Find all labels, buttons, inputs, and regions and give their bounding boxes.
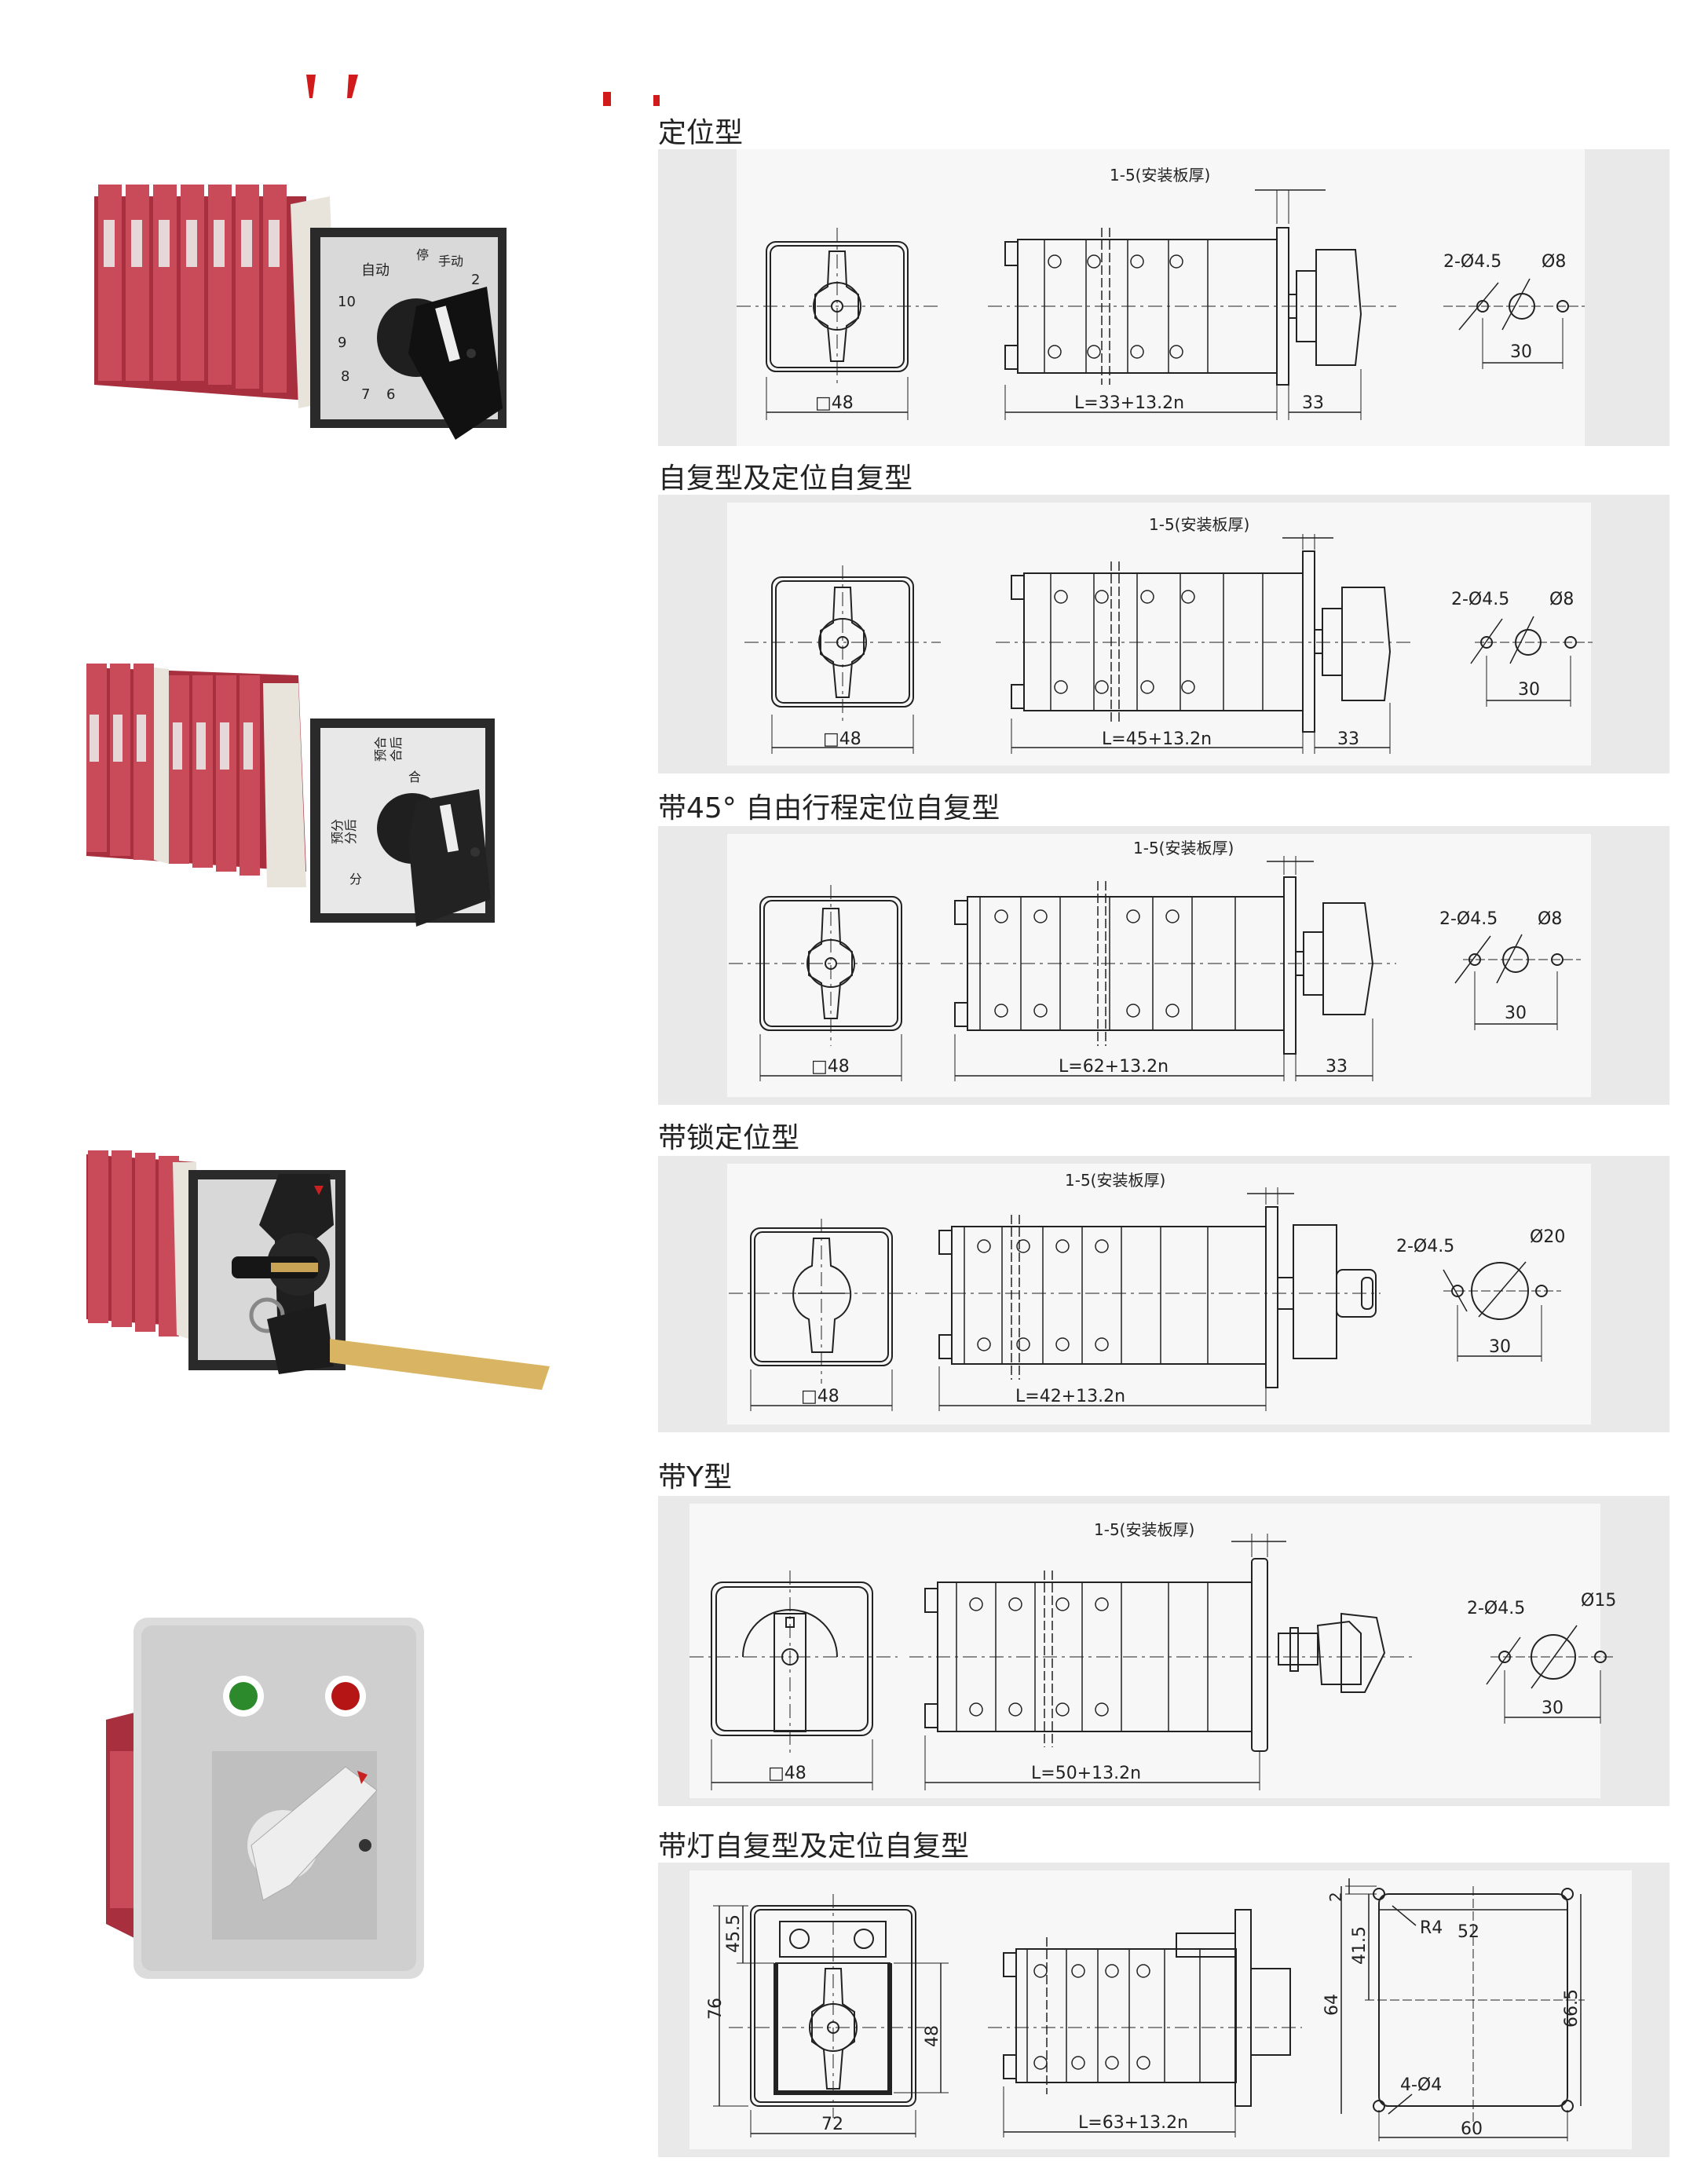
dim-spacing: 30: [1518, 680, 1540, 700]
dim-depth: 33: [1337, 729, 1359, 749]
dim-length: L=63+13.2n: [1078, 2113, 1188, 2133]
dim-spacing: 30: [1489, 1337, 1511, 1357]
dim-76: 76: [706, 1998, 726, 2020]
dim-52: 52: [1457, 1922, 1479, 1942]
drawing-panel-1: □48 L=33+13.2n 33 1-5(安装板厚) 2-Ø4.5 Ø8 30: [658, 149, 1670, 446]
dim-spacing: 30: [1542, 1698, 1564, 1718]
drawing-panel-4: □48 L=42+13.2n 1-5(安装板厚) 2-Ø4.5 Ø20 30: [658, 1156, 1670, 1432]
dim-square: □48: [811, 1057, 850, 1077]
dial-label-close: 合: [408, 770, 421, 784]
dim-length: L=62+13.2n: [1059, 1057, 1169, 1077]
dim-45-5: 45.5: [724, 1914, 744, 1953]
drawing-positioning: □48 L=33+13.2n 33 1-5(安装板厚) 2-Ø4.5 Ø8 30: [737, 166, 1585, 420]
dim-depth: 33: [1302, 393, 1324, 413]
dim-holes: 2-Ø4.5: [1439, 909, 1498, 929]
dial-label-auto: 自动: [361, 262, 390, 279]
dial-number-10: 10: [338, 294, 356, 310]
dial-number-2: 2: [471, 272, 480, 288]
dim-square: □48: [768, 1764, 806, 1783]
drawing-panel-5: □48 L=50+13.2n 1-5(安装板厚) 2-Ø4.5 Ø15 30: [658, 1496, 1670, 1806]
dim-plate: 1-5(安装板厚): [1149, 515, 1249, 534]
dim-square: □48: [801, 1387, 839, 1406]
dial-label-manual: 手动: [438, 254, 463, 269]
section-title-1: 定位型: [658, 117, 744, 149]
dim-48: 48: [923, 2025, 942, 2047]
dial-number-9: 9: [338, 335, 346, 351]
dim-41-5: 41.5: [1350, 1926, 1370, 1965]
drawing-panel-6: 76 45.5 48 72 L=63+13.2n 2 R4 52 41.5 64…: [658, 1863, 1670, 2157]
drawing-self-reset: □48 L=45+13.2n 33 1-5(安装板厚) 2-Ø4.5 Ø8 30: [744, 515, 1593, 754]
dim-2: 2: [1326, 1892, 1345, 1902]
product-photo-key-lock: [79, 1139, 565, 1413]
product-photo-lamp: [94, 1610, 440, 1987]
dim-66-5: 66.5: [1562, 1989, 1582, 2028]
dim-holes: 2-Ø4.5: [1443, 252, 1501, 272]
dim-plate: 1-5(安装板厚): [1110, 166, 1210, 185]
product-photo-self-reset: 预合 合后 合 预分 分后 分: [79, 652, 518, 950]
drawing-panel-3: □48 L=62+13.2n 33 1-5(安装板厚) 2-Ø4.5 Ø8 30: [658, 826, 1670, 1105]
dim-plate: 1-5(安装板厚): [1133, 839, 1234, 857]
dim-depth: 33: [1326, 1057, 1348, 1077]
dim-64: 64: [1322, 1994, 1342, 2016]
dim-hole-center: Ø8: [1542, 252, 1566, 272]
drawing-45-free-travel: □48 L=62+13.2n 33 1-5(安装板厚) 2-Ø4.5 Ø8 30: [729, 839, 1581, 1081]
drawing-panel-2: □48 L=45+13.2n 33 1-5(安装板厚) 2-Ø4.5 Ø8 30: [658, 495, 1670, 773]
section-title-2: 自复型及定位自复型: [658, 463, 913, 495]
drawing-y-type: □48 L=50+13.2n 1-5(安装板厚) 2-Ø4.5 Ø15 30: [689, 1520, 1616, 1790]
dim-hole-center: Ø15: [1581, 1591, 1616, 1611]
dim-length: L=50+13.2n: [1031, 1764, 1141, 1783]
dial-label-pre-open: 预分: [330, 819, 345, 844]
product-photo-positioning: 自动 停 手动 10 9 8 7 6 2: [79, 149, 518, 448]
dial-label-open: 分: [349, 872, 362, 887]
dim-plate: 1-5(安装板厚): [1094, 1520, 1194, 1539]
drawing-lamp-type: 76 45.5 48 72 L=63+13.2n 2 R4 52 41.5 64…: [706, 1878, 1585, 2141]
dim-holes: 2-Ø4.5: [1467, 1599, 1525, 1618]
dial-label-closed: 合后: [389, 737, 404, 762]
dim-square: □48: [815, 393, 854, 413]
dim-spacing: 30: [1510, 342, 1532, 362]
dim-length: L=45+13.2n: [1102, 729, 1212, 749]
section-title-4: 带锁定位型: [658, 1122, 800, 1154]
dim-length: L=42+13.2n: [1015, 1387, 1125, 1406]
drawing-key-lock: □48 L=42+13.2n 1-5(安装板厚) 2-Ø4.5 Ø20 30: [729, 1171, 1565, 1411]
dial-label-pre-close: 预合: [373, 737, 388, 762]
dial-label-opened: 分后: [343, 819, 358, 844]
dim-holes: 2-Ø4.5: [1451, 590, 1509, 609]
section-title-5: 带Y型: [658, 1461, 732, 1494]
dial-number-8: 8: [341, 368, 349, 385]
dim-length: L=33+13.2n: [1074, 393, 1184, 413]
top-marks: [298, 75, 667, 106]
dim-hole-center: Ø20: [1530, 1227, 1565, 1247]
dim-holes: 2-Ø4.5: [1396, 1237, 1454, 1256]
dim-72: 72: [821, 2115, 843, 2134]
dim-r4: R4: [1420, 1918, 1443, 1938]
dim-square: □48: [823, 729, 861, 749]
dim-plate: 1-5(安装板厚): [1065, 1171, 1165, 1190]
dim-holes: 4-Ø4: [1400, 2075, 1442, 2095]
section-title-6: 带灯自复型及定位自复型: [658, 1830, 970, 1863]
dial-number-6: 6: [386, 386, 395, 403]
dim-spacing: 30: [1505, 1004, 1527, 1023]
dim-60: 60: [1461, 2119, 1483, 2139]
dim-hole-center: Ø8: [1549, 590, 1574, 609]
section-title-3: 带45° 自由行程定位自复型: [658, 792, 1000, 825]
dial-number-7: 7: [361, 386, 370, 403]
dial-label-stop: 停: [416, 247, 429, 262]
dim-hole-center: Ø8: [1538, 909, 1562, 929]
